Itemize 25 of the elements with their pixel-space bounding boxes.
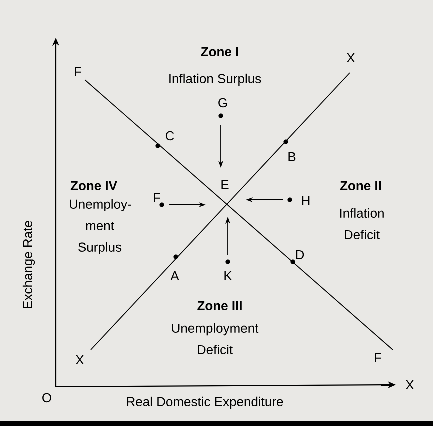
zone-description: Unemployment Deficit — [172, 323, 259, 355]
labeled-point: K — [224, 260, 232, 280]
labeled-point: G — [218, 98, 228, 118]
labeled-point: C — [156, 131, 174, 148]
curve-end-label: F — [375, 354, 382, 362]
labeled-point: D — [290, 250, 304, 264]
labeled-point: F — [154, 194, 164, 208]
labeled-point: B — [284, 140, 296, 162]
node-label: G — [218, 98, 228, 108]
zone-description: Unemploy-ment Surplus — [70, 199, 132, 255]
zone-title: Zone I — [201, 47, 238, 57]
labeled-point: A — [170, 254, 180, 280]
axis-label: X — [406, 380, 414, 390]
labeled-point: H — [288, 196, 310, 206]
curve-end-label: F — [75, 68, 82, 76]
labeled-point: E — [222, 180, 229, 190]
axis-label: Exchange Rate — [22, 221, 36, 308]
axis-label: Real Domestic Expenditure — [127, 396, 284, 410]
curve-end-label: X — [346, 54, 356, 62]
node-label: K — [224, 272, 232, 280]
node-label: H — [302, 196, 310, 206]
node-label: F — [154, 194, 160, 202]
zone-description: Inflation Deficit — [340, 208, 384, 240]
axis-label: O — [42, 393, 52, 403]
curve-end-label: X — [76, 356, 84, 364]
